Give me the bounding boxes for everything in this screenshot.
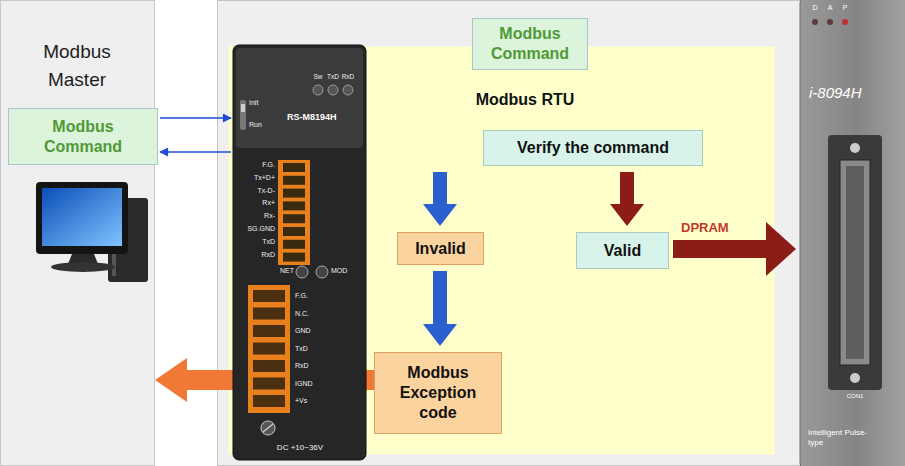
- pin-label: +Vs: [295, 397, 307, 405]
- led-label: A: [828, 4, 833, 12]
- pin-label: RxD: [261, 251, 275, 259]
- illustration-part: [850, 143, 860, 153]
- pin-label: Tx-D-: [258, 187, 276, 195]
- illustration-part: [261, 421, 275, 435]
- pin-label: F.G.: [295, 292, 308, 300]
- illustration-part: [343, 85, 353, 95]
- illustration-part: [283, 201, 305, 210]
- illustration-part: [283, 214, 305, 223]
- gateway-device-drawing: [233, 45, 366, 460]
- pin-label: SG.GND: [247, 225, 275, 233]
- command-box: Modbus Command: [472, 18, 588, 70]
- illustration-part: [253, 343, 285, 355]
- illustration-part: [842, 19, 848, 25]
- led-label: NET: [280, 267, 294, 275]
- connector-label: CON1: [847, 393, 864, 400]
- illustration-part: [253, 378, 285, 390]
- led-label: TxD: [327, 73, 339, 81]
- pin-label: GND: [295, 327, 311, 335]
- led-label: MOD: [331, 267, 347, 275]
- pin-label: Rx-: [264, 212, 275, 220]
- pin-label: N.C.: [295, 310, 309, 318]
- pin-label: F.G.: [262, 161, 275, 169]
- pin-label: TxD: [262, 238, 275, 246]
- illustration-part: [316, 266, 328, 278]
- pin-label: IGND: [295, 380, 313, 388]
- illustration-part: [253, 360, 285, 372]
- illustration-part: [253, 290, 285, 302]
- illustration-part: [827, 19, 833, 25]
- illustration-part: [840, 160, 870, 365]
- illustration-part: [42, 188, 122, 246]
- illustration-part: [296, 266, 308, 278]
- illustration-part: [253, 325, 285, 337]
- region-ground: [1, 1, 155, 466]
- illustration-part: [241, 104, 245, 112]
- illustration-part: [253, 395, 285, 407]
- illustration-part: [800, 0, 905, 466]
- device-model: RS-M8194H: [287, 112, 337, 123]
- command-box: Modbus Command: [8, 108, 158, 165]
- flow-arrow: [423, 271, 457, 346]
- led-label: D: [812, 4, 817, 12]
- signal-arrow: [160, 117, 231, 119]
- box-label: Valid: [604, 241, 641, 261]
- pin-label: Tx+D+: [254, 174, 275, 182]
- illustration-part: [283, 189, 305, 198]
- edge-label: DPRAM: [681, 220, 729, 236]
- module-model: i-8094H: [809, 84, 862, 103]
- illustration-part: [283, 253, 305, 262]
- region-title: Modbus RTU: [455, 90, 595, 110]
- illustration-part: [812, 19, 818, 25]
- illustration-part: [828, 135, 882, 390]
- box-label: Verify the command: [517, 138, 669, 158]
- panel-title: Modbus Master: [22, 38, 132, 93]
- box-label: Modbus Command: [26, 117, 141, 157]
- pin-label: Rx+: [262, 199, 275, 207]
- illustration-part: [850, 373, 860, 383]
- computer-icon: [36, 182, 148, 282]
- illustration-part: [248, 285, 290, 413]
- pin-label: RxD: [295, 362, 309, 370]
- illustration-part: [328, 85, 338, 95]
- box-label: Invalid: [415, 239, 466, 259]
- exception-box: Modbus Exception code: [374, 352, 502, 434]
- flow-arrow: [423, 172, 457, 226]
- illustration-part: [283, 176, 305, 185]
- box-label: Modbus Exception code: [383, 363, 493, 423]
- illustration-part: [233, 45, 366, 460]
- pin-label: TxD: [295, 345, 308, 353]
- result-box: Invalid: [397, 232, 484, 265]
- result-box: Valid: [576, 232, 669, 269]
- illustration-part: [283, 240, 305, 249]
- illustration-part: [283, 227, 305, 236]
- illustration-part: [846, 166, 864, 359]
- illustration-part: [263, 424, 273, 432]
- illustration-part: [253, 308, 285, 320]
- box-label: Modbus Command: [480, 24, 580, 64]
- switch-label: Run: [249, 121, 262, 129]
- illustration-part: [283, 163, 305, 172]
- led-label: Sw: [313, 73, 322, 81]
- illustration-part: [36, 182, 128, 254]
- led-label: P: [843, 4, 848, 12]
- illustration-part: [240, 100, 246, 130]
- process-box: Verify the command: [483, 130, 703, 166]
- signal-arrow: [160, 151, 231, 153]
- flow-arrow: [610, 172, 644, 226]
- illustration-part: [313, 85, 323, 95]
- illustration-part: [236, 48, 363, 148]
- protocol-region: Modbus RTU RS-M8194H Verify the commandInv…: [228, 46, 775, 455]
- module-type: Intelligent Pulse-type: [808, 428, 870, 447]
- switch-label: Init: [249, 99, 258, 107]
- led-label: RxD: [342, 73, 355, 81]
- illustration-part: [278, 160, 310, 265]
- power-rating: DC +10~36V: [277, 443, 323, 453]
- master-panel: Modbus MasterModbus Command: [0, 0, 155, 466]
- motion-module-drawing: [800, 0, 905, 466]
- illustration-part: [51, 262, 115, 272]
